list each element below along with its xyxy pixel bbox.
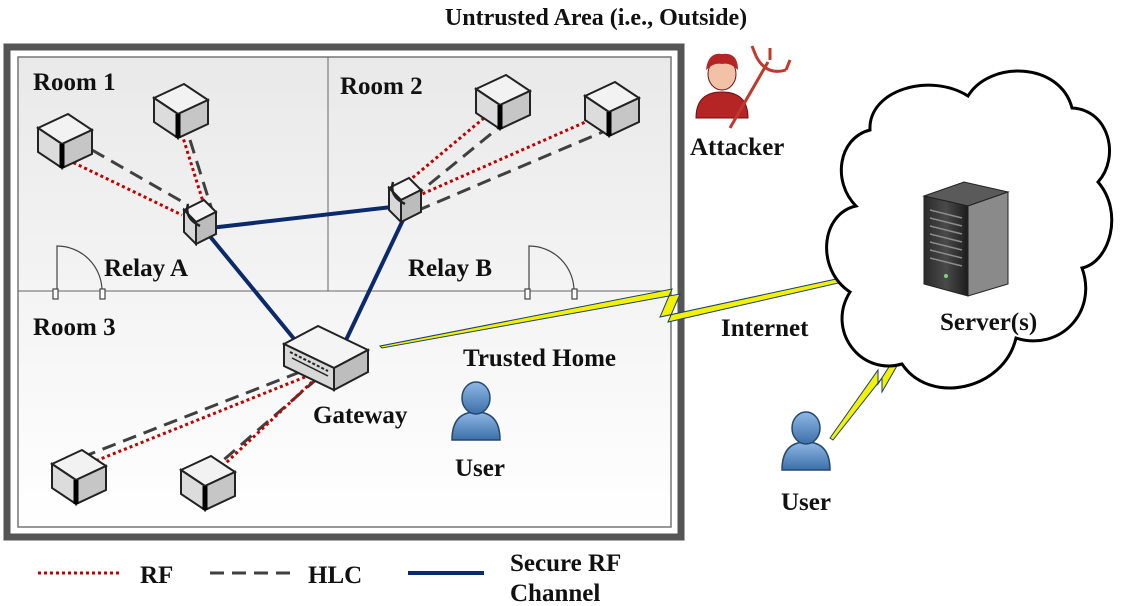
server-tower-icon [922, 181, 1010, 297]
legend-secure-label-line2: Channel [510, 580, 600, 606]
room-3-label: Room 3 [33, 314, 116, 341]
secure-rf-links [206, 205, 405, 342]
room-1-label: Room 1 [33, 69, 116, 96]
gateway-icon [281, 324, 371, 392]
legend-hlc-label: HLC [308, 562, 362, 589]
home-outer-wall [3, 43, 685, 541]
trusted-home-label: Trusted Home [463, 345, 616, 372]
relay-a-icon [182, 198, 218, 246]
legend-rf-label: RF [140, 562, 173, 589]
server-label: Server(s) [940, 309, 1037, 336]
remote-user-label: User [781, 489, 831, 516]
relay-a-label: Relay A [104, 255, 188, 282]
home-user-label: User [455, 455, 505, 482]
title-untrusted-area: Untrusted Area (i.e., Outside) [445, 5, 747, 31]
hlc-links [79, 118, 613, 472]
attacker-label: Attacker [690, 134, 784, 161]
rf-links [67, 116, 591, 478]
attacker-devil-icon [695, 45, 792, 129]
relay-b-label: Relay B [408, 255, 492, 282]
user-icon [781, 411, 831, 471]
legend-secure-label-line1: Secure RF [510, 550, 621, 577]
internet-label: Internet [721, 315, 809, 342]
room-2-label: Room 2 [340, 73, 423, 100]
gateway-label: Gateway [313, 402, 408, 429]
relay-b-icon [387, 176, 423, 224]
legend: RF HLC Secure RF Channel [38, 550, 621, 606]
